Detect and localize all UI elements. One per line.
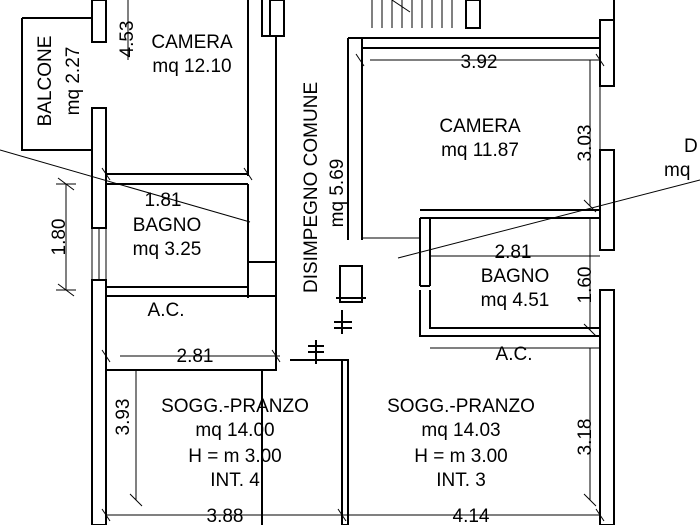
column-right — [465, 0, 481, 29]
bagno-left-area: mq 3.25 — [132, 239, 202, 260]
dim-bagno-left-width: 1.81 — [144, 190, 182, 211]
balcone-name: BALCONE — [35, 35, 56, 127]
soggiorno3-name: SOGG.-PRANZO — [387, 396, 535, 417]
bagno-right-bottom — [419, 290, 600, 337]
dim-soggiorno3-bottom: 4.14 — [452, 506, 490, 527]
edge-label-line2: mq — [664, 160, 691, 181]
balcone-outline — [21, 17, 92, 151]
dim-tick — [101, 167, 111, 181]
bagno-left-door — [247, 184, 276, 263]
ac-left: A.C. — [147, 300, 185, 321]
dim-tick — [57, 177, 75, 191]
disimpegno-right-wall — [347, 37, 600, 240]
stair-lines — [371, 0, 453, 28]
camera-left-name: CAMERA — [151, 32, 233, 53]
bagno-right-walls — [419, 209, 600, 287]
camera-right-name: CAMERA — [439, 116, 521, 137]
bagno-left-name: BAGNO — [132, 215, 202, 236]
right-wall-lower — [599, 289, 615, 525]
soggiorno4-unit: INT. 4 — [210, 470, 260, 491]
dim-camera-right-width: 3.92 — [460, 52, 498, 73]
dim-bagno-right-width: 2.81 — [494, 242, 532, 263]
soggiorno3-height: H = m 3.00 — [414, 446, 508, 467]
soggiorno4-name: SOGG.-PRANZO — [161, 396, 309, 417]
dim-tick — [355, 53, 365, 67]
balcone-area: mq 2.27 — [63, 46, 84, 116]
dim-tick — [129, 493, 143, 507]
left-wall-window-2 — [91, 279, 107, 525]
bagno-right-area: mq 4.51 — [480, 290, 550, 311]
dim-tick — [243, 167, 253, 181]
soggiorno4-height: H = m 3.00 — [188, 446, 282, 467]
dim-tick — [583, 493, 597, 507]
socket-symbol — [334, 310, 352, 334]
disimpegno-name: DISIMPEGNO COMUNE — [301, 81, 322, 293]
right-wall-upper — [599, 19, 615, 87]
dim-camera-right-height: 3.03 — [575, 124, 596, 162]
dim-camera-left-height: 4.53 — [117, 20, 138, 58]
left-wall-upper — [91, 0, 107, 43]
dim-tick — [595, 508, 605, 522]
dim-tick — [583, 199, 597, 213]
divider-wall — [341, 359, 349, 525]
socket-symbol — [308, 340, 324, 364]
stair-landing — [339, 265, 363, 303]
dim-bagno-right-height: 1.60 — [575, 266, 596, 304]
dim-bagno-left-height: 1.80 — [49, 218, 70, 256]
dim-tick — [271, 349, 281, 363]
dim-soggiorno4-width: 2.81 — [176, 346, 214, 367]
ac-right: A.C. — [495, 344, 533, 365]
dim-tick — [101, 508, 111, 522]
leader-line — [0, 149, 251, 223]
dim-tick — [101, 349, 111, 363]
dim-tick — [583, 323, 597, 337]
central-left-wall — [261, 0, 277, 525]
leader-line — [397, 179, 700, 259]
right-wall-window — [599, 149, 615, 251]
dim-tick — [595, 53, 605, 67]
disimpegno-area: mq 5.69 — [327, 158, 348, 228]
dim-tick — [337, 508, 347, 522]
column-left — [269, 0, 285, 37]
left-wall-window-1 — [91, 107, 107, 229]
camera-left-area: mq 12.10 — [152, 56, 232, 77]
dim-soggiorno4-bottom: 3.88 — [206, 506, 244, 527]
stair-diagonal — [391, 0, 411, 13]
soggiorno4-area: mq 14.00 — [195, 420, 275, 441]
camera-right-area: mq 11.87 — [441, 140, 519, 161]
soggiorno3-unit: INT. 3 — [436, 470, 486, 491]
soggiorno3-area: mq 14.03 — [421, 420, 501, 441]
dim-soggiorno3-height: 3.18 — [575, 418, 596, 456]
dim-tick — [57, 283, 75, 297]
edge-label-line1: D — [684, 136, 698, 157]
bagno-right-name: BAGNO — [480, 266, 550, 287]
